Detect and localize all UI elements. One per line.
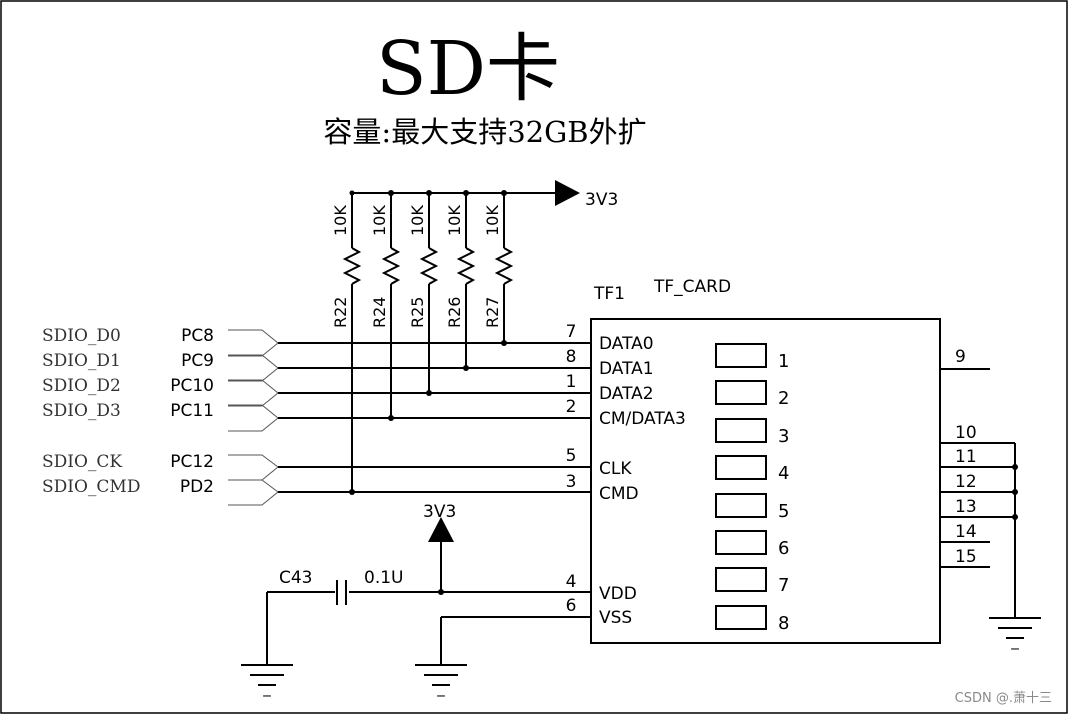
- pin-label: DATA2: [599, 384, 654, 404]
- net-label: SDIO_D1: [42, 351, 121, 371]
- pin-number: 1: [566, 372, 577, 392]
- pin-number: 4: [566, 572, 577, 592]
- watermark: CSDN @.萧十三: [955, 691, 1052, 706]
- ground-symbol-cap: _: [241, 665, 293, 698]
- signal-row-d3: SDIO_D3 PC11 2 CM/DATA3: [42, 397, 686, 431]
- tf-card-body: [591, 319, 940, 643]
- port-label: PC9: [181, 351, 214, 371]
- ground-label: _: [1010, 632, 1019, 651]
- port-label: PC12: [170, 452, 214, 472]
- resistor-r27: 10K R27: [483, 190, 511, 346]
- resistor-r24: 10K R24: [370, 190, 398, 421]
- signal-row-ck: SDIO_CK PC12 5 CLK: [42, 446, 632, 480]
- pin-number: 5: [566, 446, 577, 466]
- resistor-r26: 10K R26: [445, 190, 473, 371]
- resistor-value: 10K: [483, 205, 502, 236]
- net-label: SDIO_CMD: [42, 477, 140, 497]
- contact-number: 6: [778, 538, 789, 559]
- signal-row-d2: SDIO_D2 PC10 1 DATA2: [42, 372, 654, 406]
- contact-pad: [716, 456, 766, 479]
- pin-number: 8: [566, 347, 577, 367]
- power-arrow-top: [555, 180, 580, 206]
- power-rail-top: 3V3: [352, 180, 618, 210]
- ground-symbol-vss: _: [415, 665, 467, 698]
- port-label: PC10: [170, 376, 214, 396]
- resistor-ref: R24: [370, 297, 389, 328]
- contact-number: 2: [778, 388, 789, 409]
- component-name: TF_CARD: [653, 277, 731, 297]
- schematic-title: SD卡: [376, 26, 560, 112]
- power-arrow-vdd: [428, 517, 454, 542]
- resistor-ref: R27: [483, 297, 502, 328]
- resistor-value: 10K: [408, 205, 427, 236]
- contact-number: 8: [778, 613, 789, 634]
- pin-number: 12: [955, 472, 977, 492]
- capacitor-c43: C43 0.1U: [267, 568, 403, 665]
- ground-label: _: [436, 679, 445, 698]
- resistor-value: 10K: [445, 205, 464, 236]
- contact-number: 7: [778, 575, 789, 596]
- pin-number: 7: [566, 322, 577, 342]
- power-label-top: 3V3: [585, 190, 618, 210]
- port-label: PC11: [170, 401, 214, 421]
- net-label: SDIO_D0: [42, 326, 121, 346]
- pin-number: 14: [955, 522, 977, 542]
- pin-number: 9: [955, 347, 966, 367]
- pin-number: 15: [955, 547, 977, 567]
- component-designator: TF1: [593, 284, 625, 304]
- pin-number: 11: [955, 447, 977, 467]
- pin-number: 6: [566, 596, 577, 616]
- resistor-r25: 10K R25: [408, 190, 436, 396]
- capacitor-ref: C43: [279, 568, 313, 588]
- signal-row-cmd: SDIO_CMD PD2 3 CMD: [42, 472, 639, 505]
- contact-pad: [716, 419, 766, 442]
- contact-pad: [716, 381, 766, 404]
- net-label: SDIO_CK: [42, 452, 122, 472]
- contact-pad: [716, 494, 766, 517]
- pin-number: 13: [955, 497, 977, 517]
- contact-pad: [716, 606, 766, 629]
- resistor-value: 10K: [370, 205, 389, 236]
- resistor-value: 10K: [331, 205, 350, 236]
- right-pins: 9 10 11 12 13 14 15: [940, 347, 1018, 618]
- pin-label: DATA1: [599, 359, 654, 379]
- pin-label: DATA0: [599, 334, 654, 354]
- contact-pad: [716, 344, 766, 367]
- net-label: SDIO_D3: [42, 401, 121, 421]
- pin-number: 2: [566, 397, 577, 417]
- pin-label: CMD: [599, 484, 639, 504]
- resistor-ref: R22: [331, 297, 350, 328]
- resistor-r22: 10K R22: [331, 190, 359, 495]
- power-label-vdd: 3V3: [423, 502, 456, 522]
- capacitor-value: 0.1U: [364, 568, 403, 588]
- pin-number: 3: [566, 472, 577, 492]
- resistor-ref: R25: [408, 297, 427, 328]
- contact-pad: [716, 531, 766, 554]
- signal-row-d0: SDIO_D0 PC8 7 DATA0: [42, 322, 654, 356]
- contact-number: 4: [778, 463, 789, 484]
- ground-label: _: [262, 679, 271, 698]
- ground-symbol-shield: _: [989, 618, 1041, 651]
- port-label: PD2: [180, 477, 214, 497]
- vdd-net: 3V3 4 VDD: [267, 502, 637, 604]
- contact-number: 3: [778, 426, 789, 447]
- pin-label: CM/DATA3: [599, 409, 686, 429]
- pin-label: CLK: [599, 459, 632, 479]
- contact-number: 1: [778, 351, 789, 372]
- pin-label: VDD: [599, 584, 637, 604]
- card-contacts: 1 2 3 4 5 6 7 8: [716, 344, 789, 634]
- contact-pad: [716, 568, 766, 591]
- contact-number: 5: [778, 501, 789, 522]
- schematic-subtitle: 容量:最大支持32GB外扩: [323, 115, 646, 149]
- pin-number: 10: [955, 423, 977, 443]
- port-label: PC8: [181, 326, 214, 346]
- signal-row-d1: SDIO_D1 PC9 8 DATA1: [42, 347, 654, 381]
- vss-net: 6 VSS: [441, 596, 632, 665]
- resistor-ref: R26: [445, 297, 464, 328]
- pin-label: VSS: [599, 608, 632, 628]
- net-label: SDIO_D2: [42, 376, 121, 396]
